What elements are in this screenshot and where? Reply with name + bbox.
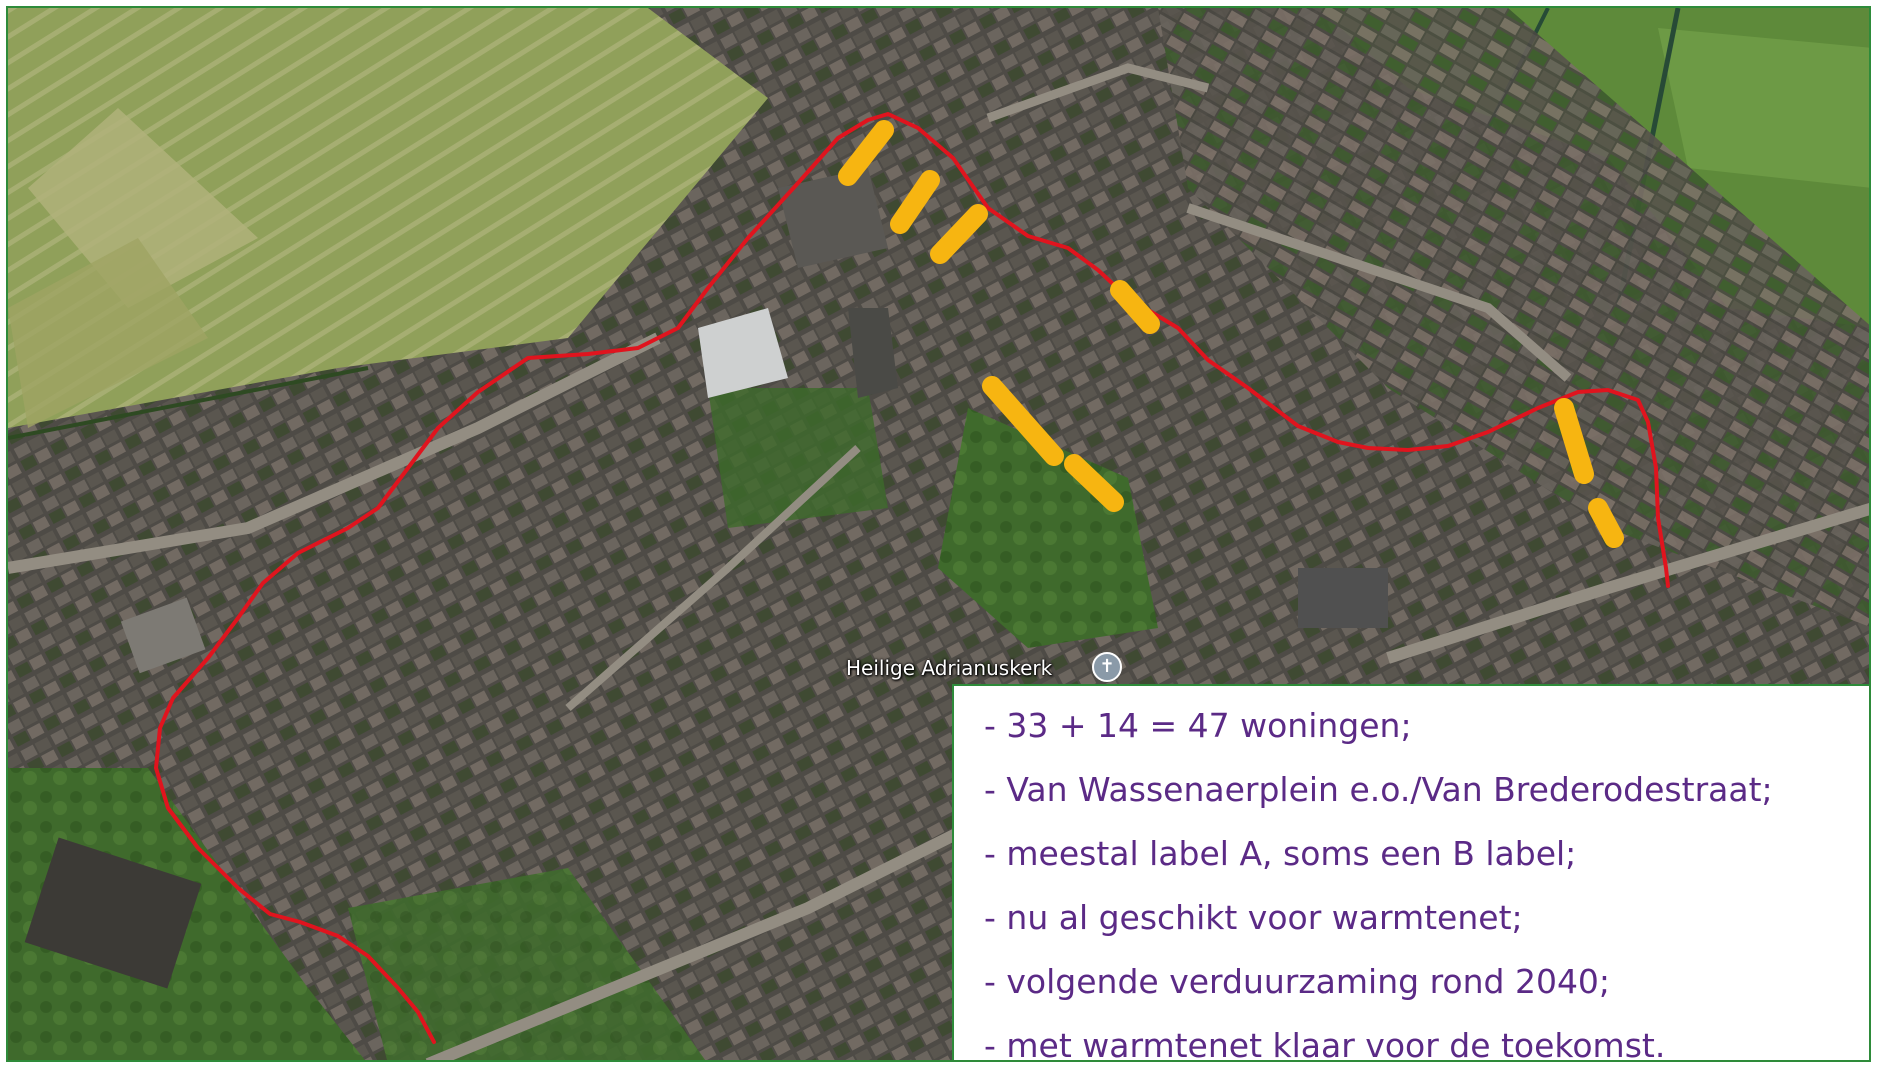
info-line: - met warmtenet klaar voor de toekomst.: [984, 1026, 1666, 1065]
highlight-mark: [930, 204, 988, 264]
highlight-mark: [1554, 398, 1594, 484]
church-cross-icon[interactable]: ✝: [1092, 652, 1122, 682]
info-line: - 33 + 14 = 47 woningen;: [984, 706, 1412, 745]
info-list: - 33 + 14 = 47 woningen; - Van Wassenaer…: [984, 694, 1869, 1078]
church-poi-label[interactable]: Heilige Adrianuskerk: [846, 656, 1053, 680]
highlight-mark: [1588, 498, 1624, 548]
info-text-box: - 33 + 14 = 47 woningen; - Van Wassenaer…: [952, 684, 1869, 1065]
highlight-mark: [890, 170, 940, 234]
highlight-mark: [1110, 280, 1160, 334]
highlight-mark: [1064, 454, 1124, 512]
info-line: - meestal label A, soms een B label;: [984, 834, 1577, 873]
info-line: - Van Wassenaerplein e.o./Van Brederodes…: [984, 770, 1773, 809]
info-line: - volgende verduurzaming rond 2040;: [984, 962, 1611, 1001]
highlight-mark: [982, 376, 1064, 466]
highlighted-streets: [838, 120, 1624, 548]
info-line: - nu al geschikt voor warmtenet;: [984, 898, 1523, 937]
highlight-mark: [838, 120, 894, 186]
neighbourhood-boundary-line: [154, 112, 1670, 1044]
